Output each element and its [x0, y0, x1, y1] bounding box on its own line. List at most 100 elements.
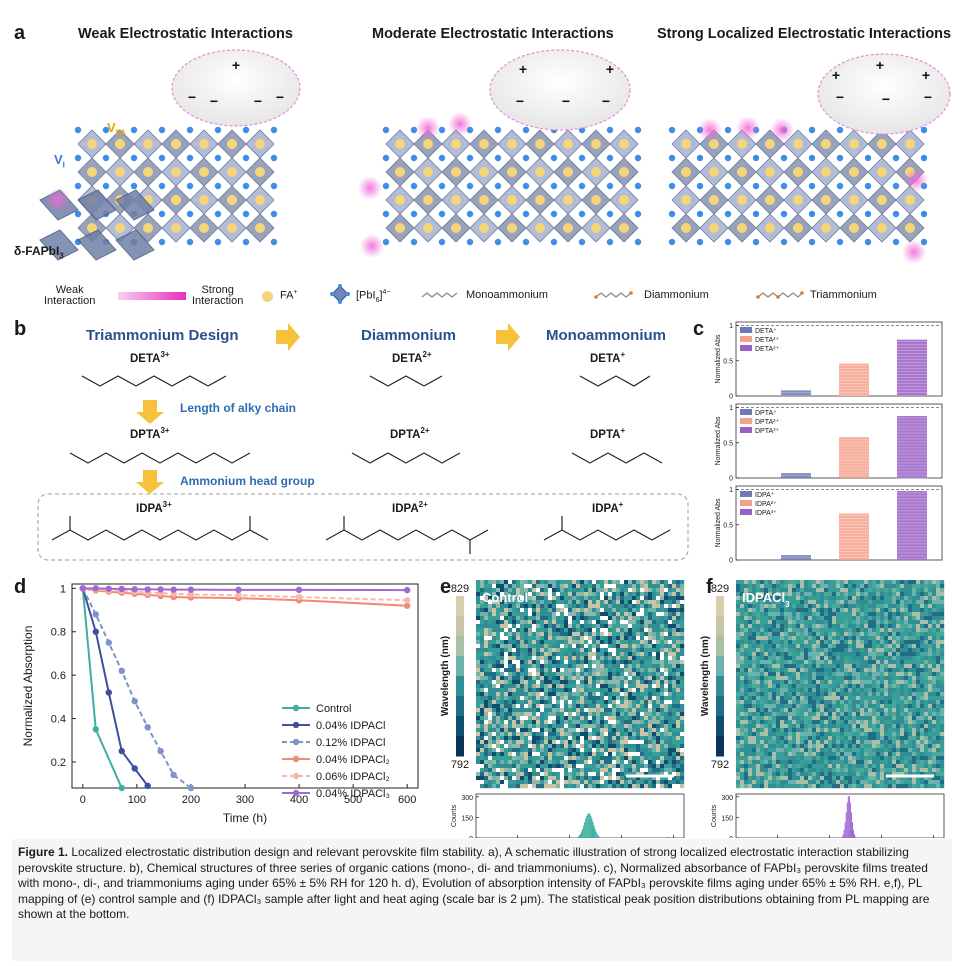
- pl-pixel: [556, 596, 561, 601]
- pl-pixel: [576, 592, 581, 597]
- pl-pixel: [924, 620, 929, 625]
- pl-pixel: [680, 604, 685, 609]
- pl-pixel: [796, 660, 801, 665]
- pl-pixel: [612, 740, 617, 745]
- pl-pixel: [588, 724, 593, 729]
- pl-pixel: [580, 760, 585, 765]
- pl-pixel: [892, 648, 897, 653]
- pl-pixel: [932, 660, 937, 665]
- pl-pixel: [888, 608, 893, 613]
- pl-pixel: [512, 600, 517, 605]
- pl-pixel: [936, 596, 941, 601]
- pl-pixel: [548, 612, 553, 617]
- pl-pixel: [888, 624, 893, 629]
- pl-pixel: [476, 712, 481, 717]
- pl-pixel: [608, 780, 613, 785]
- pl-pixel: [812, 688, 817, 693]
- colorbar-segment: [716, 656, 724, 677]
- pl-pixel: [880, 688, 885, 693]
- pl-pixel: [536, 640, 541, 645]
- pl-pixel: [776, 660, 781, 665]
- pl-pixel: [512, 784, 517, 789]
- pl-pixel: [556, 724, 561, 729]
- pl-pixel: [664, 616, 669, 621]
- pl-pixel: [476, 768, 481, 773]
- pl-pixel: [580, 768, 585, 773]
- pl-pixel: [668, 760, 673, 765]
- pl-pixel: [540, 736, 545, 741]
- pl-pixel: [480, 584, 485, 589]
- pl-pixel: [676, 592, 681, 597]
- pl-pixel: [520, 620, 525, 625]
- pl-pixel: [588, 584, 593, 589]
- pl-pixel: [828, 656, 833, 661]
- pl-pixel: [620, 696, 625, 701]
- fa-cation: [821, 223, 831, 233]
- pl-pixel: [780, 580, 785, 585]
- pl-pixel: [928, 584, 933, 589]
- pl-pixel: [784, 660, 789, 665]
- pl-pixel: [752, 624, 757, 629]
- pl-pixel: [488, 660, 493, 665]
- pl-pixel: [580, 740, 585, 745]
- pl-pixel: [504, 740, 509, 745]
- pl-pixel: [512, 624, 517, 629]
- pl-pixel: [940, 676, 945, 681]
- pl-pixel: [604, 684, 609, 689]
- pl-pixel: [572, 620, 577, 625]
- pl-pixel: [552, 684, 557, 689]
- pl-pixel: [516, 748, 521, 753]
- pl-pixel: [908, 620, 913, 625]
- pl-pixel: [500, 716, 505, 721]
- pl-pixel: [512, 752, 517, 757]
- pl-pixel: [564, 676, 569, 681]
- pl-pixel: [540, 704, 545, 709]
- pl-pixel: [564, 732, 569, 737]
- pl-pixel: [812, 644, 817, 649]
- pl-pixel: [908, 628, 913, 633]
- pl-pixel: [620, 624, 625, 629]
- pl-pixel: [564, 696, 569, 701]
- pl-pixel: [760, 632, 765, 637]
- pl-pixel: [744, 584, 749, 589]
- legend-label: IDPA²⁺: [755, 501, 777, 508]
- pl-pixel: [856, 612, 861, 617]
- pl-pixel: [576, 692, 581, 697]
- pl-pixel: [800, 640, 805, 645]
- pl-pixel: [800, 644, 805, 649]
- pl-pixel: [848, 624, 853, 629]
- pl-pixel: [616, 736, 621, 741]
- pl-pixel: [620, 744, 625, 749]
- pl-pixel: [768, 600, 773, 605]
- pl-pixel: [504, 728, 509, 733]
- pl-pixel: [800, 680, 805, 685]
- pl-pixel: [780, 656, 785, 661]
- iodide-atom: [836, 210, 844, 218]
- pl-pixel: [904, 608, 909, 613]
- pl-pixel: [676, 776, 681, 781]
- pl-pixel: [504, 660, 509, 665]
- pl-pixel: [636, 640, 641, 645]
- iodide-atom: [724, 210, 732, 218]
- pl-pixel: [600, 636, 605, 641]
- pl-pixel: [776, 592, 781, 597]
- pl-pixel: [592, 784, 597, 789]
- pl-pixel: [584, 608, 589, 613]
- pl-pixel: [516, 672, 521, 677]
- pl-pixel: [528, 604, 533, 609]
- pl-pixel: [868, 584, 873, 589]
- pl-pixel: [476, 776, 481, 781]
- panel-a-letter: a: [14, 22, 26, 44]
- pl-pixel: [848, 604, 853, 609]
- pl-pixel: [624, 756, 629, 761]
- pl-pixel: [748, 676, 753, 681]
- pl-pixel: [656, 588, 661, 593]
- pl-pixel: [772, 584, 777, 589]
- pl-pixel: [604, 776, 609, 781]
- pl-pixel: [504, 696, 509, 701]
- pl-pixel: [516, 776, 521, 781]
- pl-pixel: [624, 760, 629, 765]
- pl-pixel: [884, 680, 889, 685]
- pl-pixel: [864, 612, 869, 617]
- pl-pixel: [476, 596, 481, 601]
